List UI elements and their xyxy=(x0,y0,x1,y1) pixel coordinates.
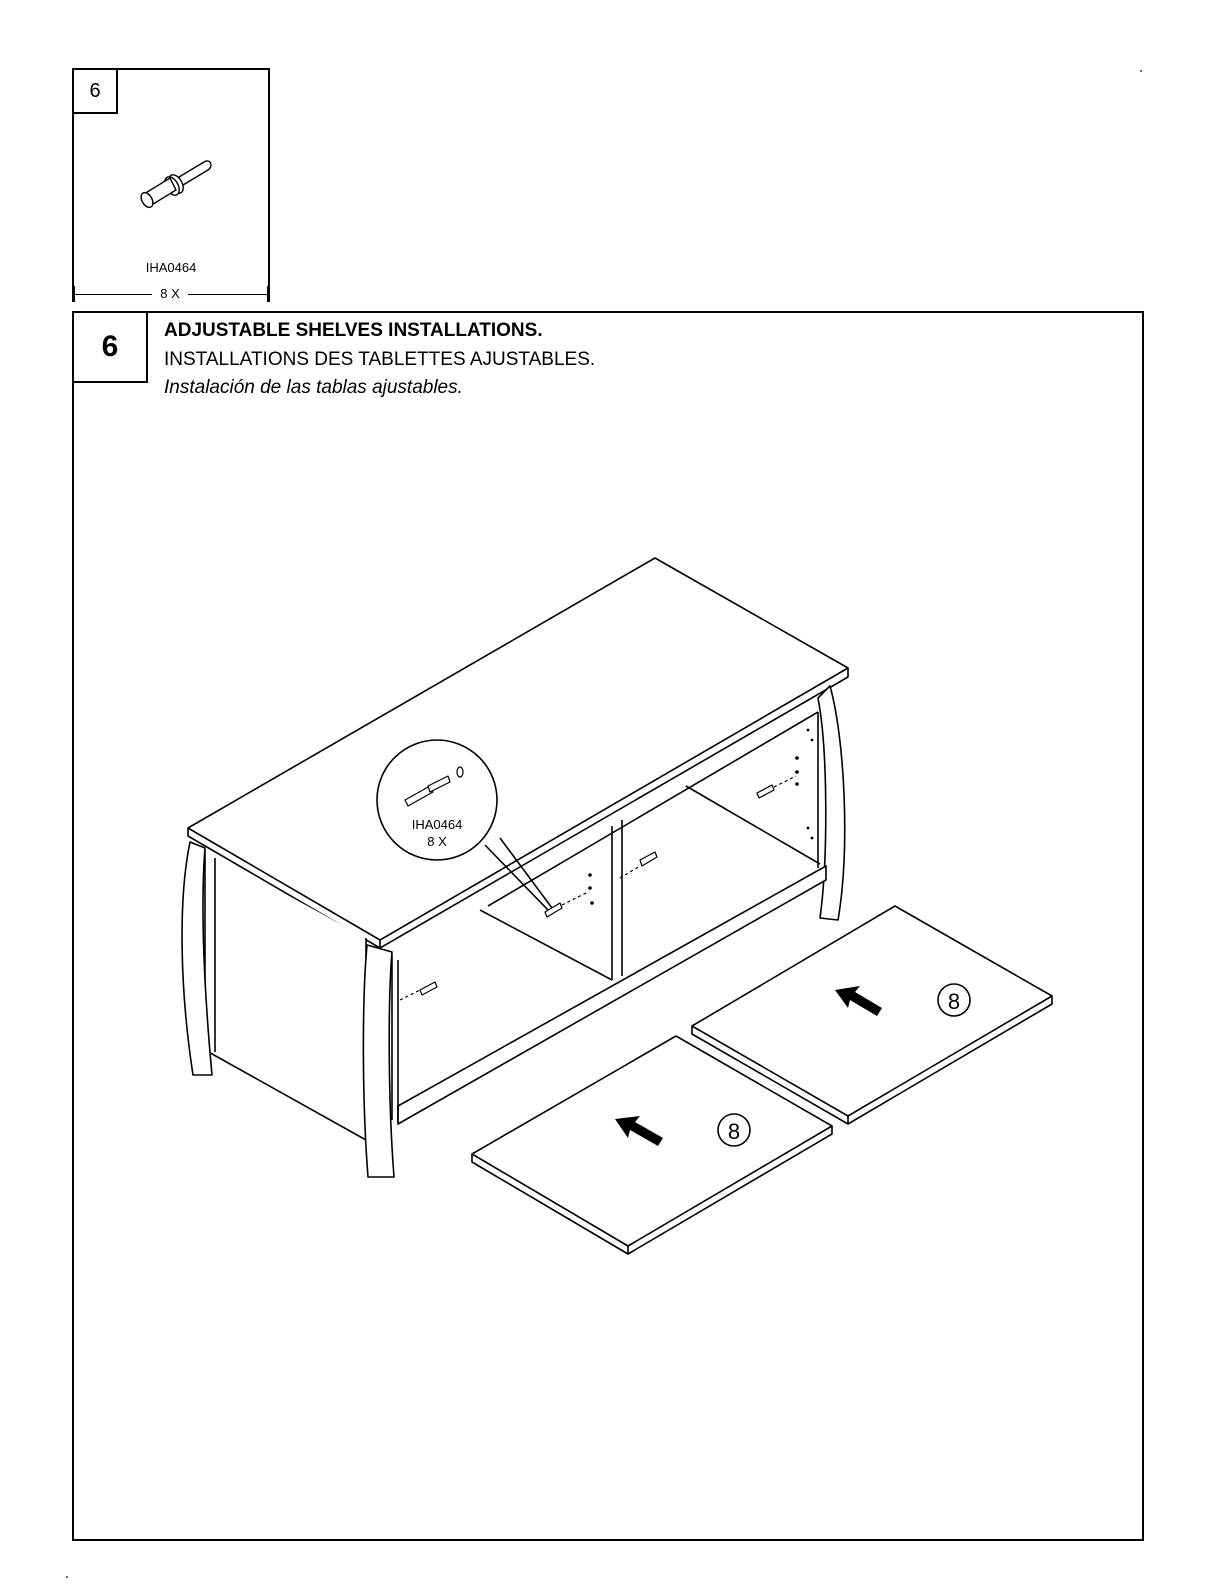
shelf-part-label-lower: 8 xyxy=(728,1119,740,1144)
right-rear-leg xyxy=(818,686,845,920)
left-front-leg xyxy=(363,945,394,1177)
callout-part-code: IHA0464 xyxy=(412,817,463,832)
shelf-part-label-upper: 8 xyxy=(948,989,960,1014)
callout-quantity: 8 X xyxy=(427,834,447,849)
